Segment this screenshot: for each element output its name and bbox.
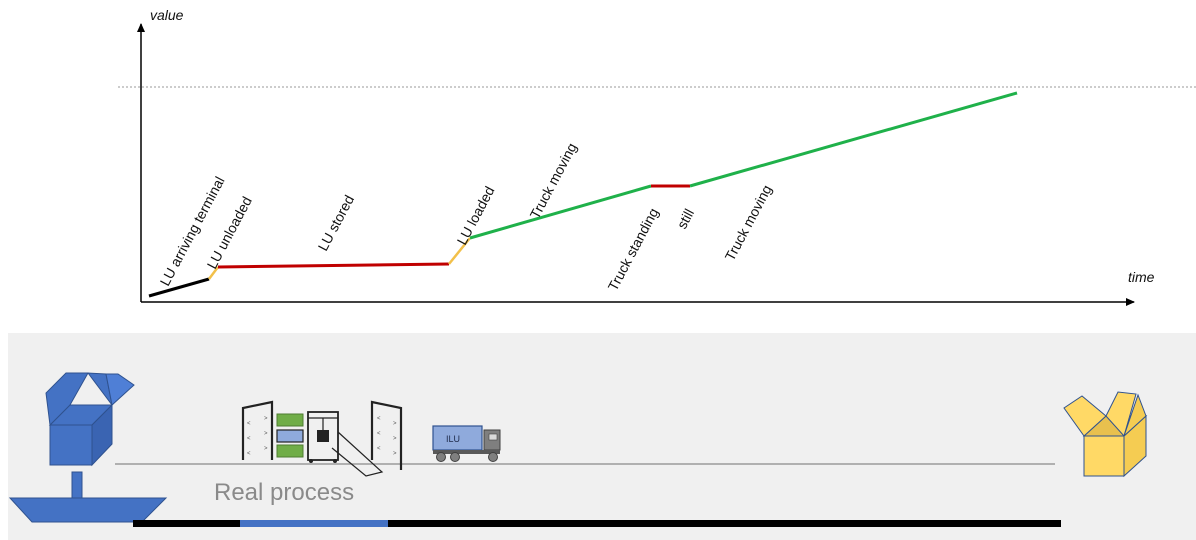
segment-lu-unloaded xyxy=(208,266,219,280)
truck-icon: ILU xyxy=(432,425,501,462)
label-truck-standing-still-line2: still xyxy=(674,206,698,231)
svg-text:>: > xyxy=(393,421,397,427)
svg-text:<: < xyxy=(247,421,251,427)
svg-text:<: < xyxy=(247,436,251,442)
real-process-panel: < < < > > > < < < > > > ILU xyxy=(8,333,1196,540)
svg-text:<: < xyxy=(247,451,251,457)
process-background xyxy=(8,333,1196,540)
svg-text:>: > xyxy=(264,431,268,437)
container-stack-icon xyxy=(276,413,304,458)
y-axis-label: value xyxy=(150,7,184,23)
crane-icon xyxy=(307,411,384,477)
terminal-gate-icon: < < < > > > < < < > > > xyxy=(241,400,403,470)
segment-truck-moving-2 xyxy=(689,91,1018,188)
process-timeline-highlight xyxy=(240,520,388,527)
destination-box-icon xyxy=(1063,391,1148,478)
svg-text:>: > xyxy=(393,451,397,457)
label-lu-stored: LU stored xyxy=(315,192,358,253)
truck-cargo-label: ILU xyxy=(446,434,460,444)
segment-lu-loaded xyxy=(448,237,471,265)
svg-text:>: > xyxy=(264,416,268,422)
svg-text:<: < xyxy=(377,446,381,452)
segment-lu-stored xyxy=(217,262,450,269)
svg-text:>: > xyxy=(393,436,397,442)
label-truck-moving-2: Truck moving xyxy=(722,182,775,263)
chart: value time LU arriving terminal LU unloa… xyxy=(118,7,1196,306)
segment-truck-moving-1 xyxy=(469,184,652,240)
label-truck-standing-still-line1: Truck standing xyxy=(605,205,662,293)
svg-text:<: < xyxy=(377,431,381,437)
real-process-label: Real process xyxy=(214,479,354,506)
origin-box-icon xyxy=(45,372,135,467)
segment-lu-arriving-terminal xyxy=(148,277,210,298)
svg-text:>: > xyxy=(264,446,268,452)
process-timeline-bar xyxy=(133,520,1061,527)
svg-text:<: < xyxy=(377,416,381,422)
x-axis-label: time xyxy=(1128,269,1155,285)
